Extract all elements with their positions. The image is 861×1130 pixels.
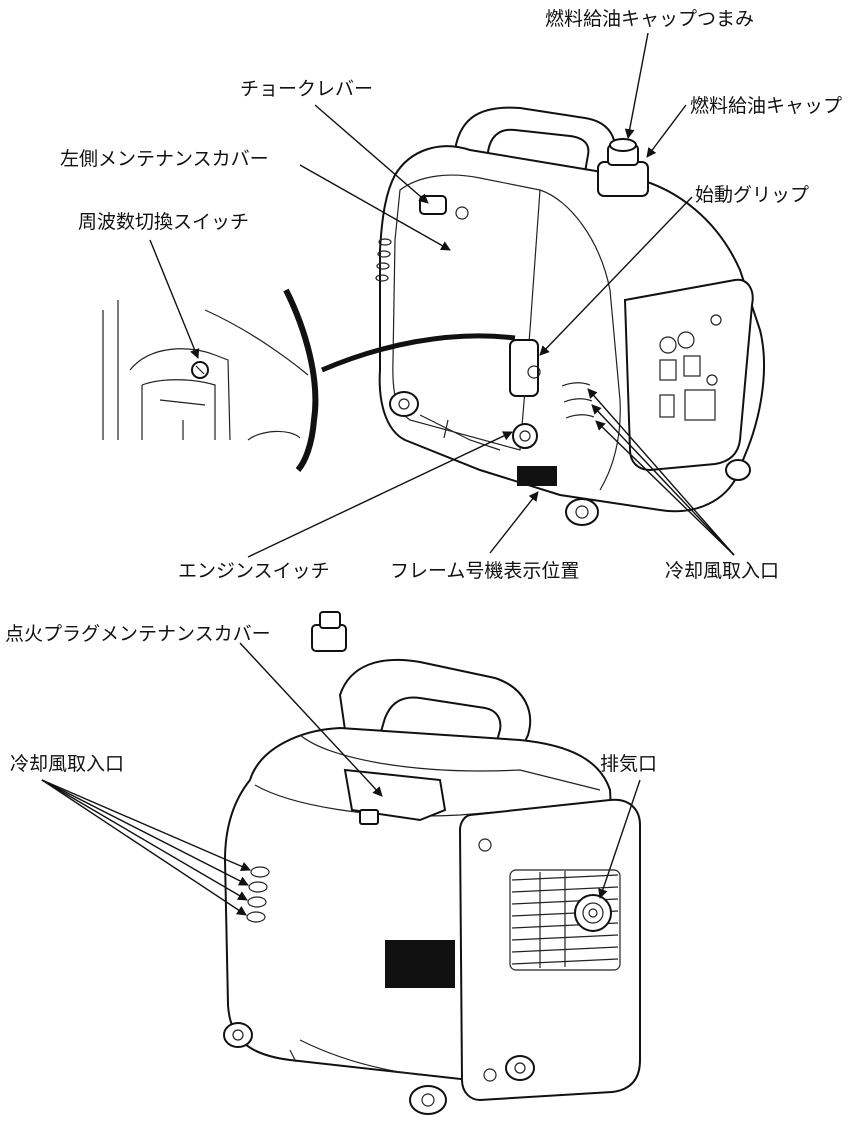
leader-frequency-switch	[149, 239, 200, 359]
leader-intake-4	[41, 779, 247, 916]
leader-starter-grip	[539, 196, 693, 356]
frequency-switch-inset	[102, 288, 516, 472]
leader-exhaust	[598, 779, 641, 899]
label-fuel-cap: 燃料給油キャップ	[690, 95, 843, 117]
label-engine-switch: エンジンスイッチ	[178, 560, 330, 582]
label-frame-number-location: フレーム号機表示位置	[390, 560, 580, 582]
label-left-maintenance-cover: 左側メンテナンスカバー	[60, 148, 269, 170]
leader-intake-3	[41, 779, 248, 901]
top-generator-body	[375, 106, 765, 526]
label-exhaust-port: 排気口	[600, 753, 658, 775]
leader-cooling-3	[595, 420, 735, 556]
leader-fuel-cap	[646, 104, 687, 158]
label-starter-grip: 始動グリップ	[695, 184, 810, 206]
label-frequency-switch: 周波数切換スイッチ	[78, 211, 250, 233]
label-cooling-air-intake-top: 冷却風取入口	[665, 560, 780, 582]
leader-engine-switch	[247, 431, 513, 558]
leader-left-cover	[299, 164, 451, 251]
leader-intake-2	[41, 779, 249, 886]
leader-choke-lever	[314, 104, 429, 204]
label-fuel-cap-knob: 燃料給油キャップつまみ	[545, 8, 755, 30]
leader-intake-1	[41, 779, 251, 871]
leader-frame-number	[489, 491, 539, 554]
leader-cooling-1	[587, 388, 735, 556]
leader-cooling-2	[591, 404, 735, 556]
label-spark-plug-cover: 点火プラグメンテナンスカバー	[5, 623, 271, 645]
leader-spark-plug-cover	[239, 642, 383, 797]
label-cooling-air-intake-bottom: 冷却風取入口	[10, 753, 125, 775]
label-choke-lever: チョークレバー	[240, 78, 374, 100]
leader-lines	[41, 32, 735, 916]
leader-fuel-cap-knob	[624, 32, 649, 139]
exhaust-grille	[509, 869, 621, 971]
bottom-generator-body	[223, 611, 641, 1115]
